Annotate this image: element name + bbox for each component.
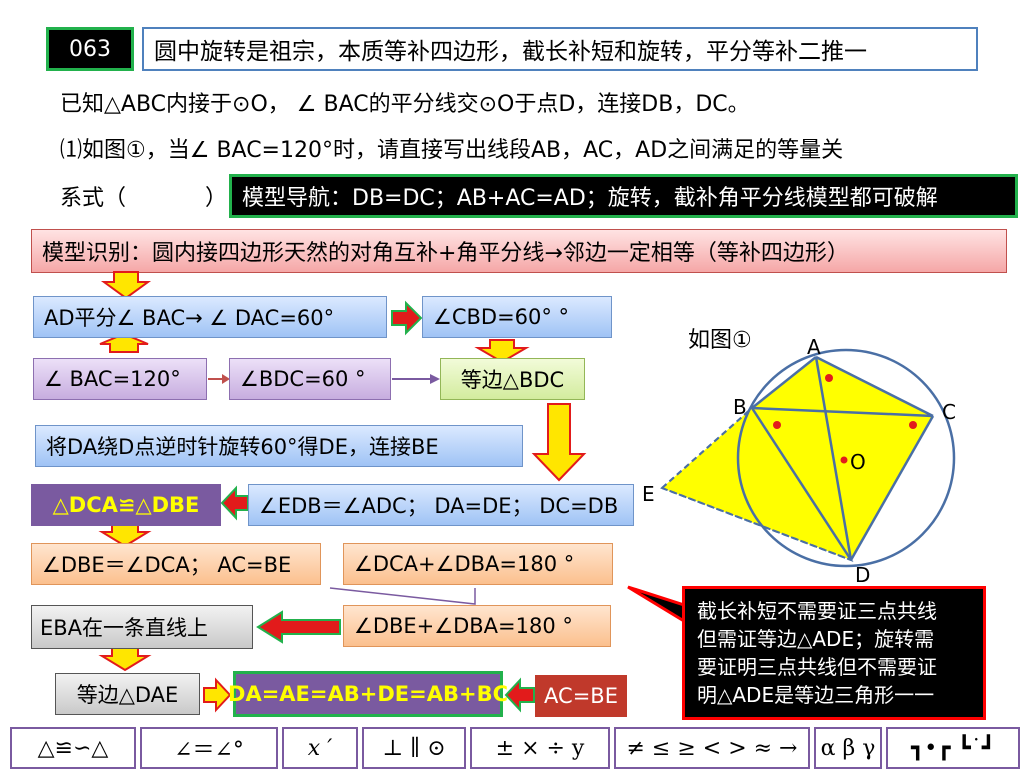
yellow-down-arrow-2: [474, 339, 530, 364]
dbe-box: ∠DBE＝∠DCA； AC=BE: [31, 543, 321, 585]
symbol-key-angle[interactable]: ∠＝∠°: [140, 727, 278, 769]
triangle-adc: [816, 357, 933, 560]
point-label-d: D: [855, 563, 871, 587]
equilateral-dae-box: 等边△DAE: [55, 673, 200, 715]
big-yellow-down-arrow: [531, 403, 587, 482]
yellow-up-arrow-1: [99, 332, 149, 353]
red-right-arrow-1: [391, 300, 423, 336]
ac-be-box: AC=BE: [535, 675, 627, 717]
circle-o: [736, 348, 956, 568]
triangle-abd: [752, 357, 851, 560]
rotate-box: 将DA绕D点逆时针旋转60°得DE，连接BE: [35, 425, 523, 467]
symbol-key-operators[interactable]: ± × ÷ y: [470, 727, 610, 769]
ad-bisect-box: AD平分∠ BAC→ ∠ DAC=60°: [33, 296, 387, 338]
symbol-key-corners[interactable]: ┓•┏ ┗˙┛: [886, 727, 1020, 769]
point-label-b: B: [733, 395, 747, 419]
red-left-arrow-1: [220, 485, 249, 521]
yellow-down-arrow-1: [100, 271, 152, 300]
symbol-key-congruence[interactable]: △≌∽△: [10, 727, 136, 769]
red-left-arrow-2: [256, 610, 341, 644]
model-recognition-box: 模型识别：圆内接四边形天然的对角互补+角平分线→邻边一定相等（等补四边形）: [31, 229, 1007, 273]
bac-box: ∠ BAC=120°: [33, 358, 207, 400]
dca-dba-box: ∠DCA+∠DBA=180 °: [343, 543, 613, 585]
header-number: 063: [69, 36, 111, 62]
problem-line-1: 已知△ABC内接于⊙O， ∠ BAC的平分线交⊙O于点D，连接DB，DC。: [60, 92, 750, 117]
problem-line-3-suffix: ）: [205, 186, 228, 211]
equilateral-bdc-box: 等边△BDC: [440, 358, 585, 400]
header-title: 圆中旋转是祖宗，本质等补四边形，截长补短和旋转，平分等补二推一: [142, 27, 978, 71]
bdc-box: ∠BDC=60 °: [229, 358, 391, 400]
figure-caption: 如图①: [688, 328, 752, 353]
congruent-box: △DCA≌△DBE: [31, 484, 221, 526]
problem-line-2: ⑴如图①，当∠ BAC=120°时，请直接写出线段AB，AC，AD之间满足的等量…: [60, 138, 844, 163]
yellow-down-arrow-4: [98, 647, 152, 672]
callout-line-1: 截长补短不需要证三点共线: [697, 599, 937, 623]
red-left-arrow-3: [504, 677, 535, 713]
flow-arrows: [98, 271, 587, 713]
geometry-figure: [660, 348, 956, 568]
symbol-key-relations[interactable]: ≠ ≤ ≥ < > ≈ →: [614, 727, 810, 769]
yellow-right-arrow: [203, 677, 232, 713]
point-label-a: A: [807, 335, 821, 359]
header-number-badge: [46, 27, 134, 71]
eba-line-box: EBA在一条直线上: [31, 605, 253, 649]
point-label-e: E: [642, 482, 655, 506]
point-label-o: O: [850, 450, 866, 474]
symbol-key-greek[interactable]: α β γ: [814, 727, 882, 769]
point-label-c: C: [942, 400, 956, 424]
callout-line-3: 要证明三点共线但不需要证: [697, 655, 937, 679]
model-nav-box: 模型导航：DB=DC；AB+AC=AD；旋转，截补角平分线模型都可破解: [229, 174, 1018, 218]
callout-line-2: 但需证等边△ADE；旋转需: [697, 627, 935, 651]
symbol-key-prime[interactable]: x ′: [282, 727, 358, 769]
problem-line-3-prefix: 系式（: [60, 186, 127, 211]
cbd-box: ∠CBD=60° °: [422, 296, 612, 338]
edb-box: ∠EDB＝∠ADC； DA=DE； DC=DB: [248, 484, 634, 526]
callout-line-4: 明△ADE是等边三角形一一: [697, 683, 935, 707]
callout-box: 截长补短不需要证三点共线 但需证等边△ADE；旋转需 要证明三点共线但不需要证 …: [682, 586, 986, 720]
result-box: DA=AE=AB+DE=AB+BC: [228, 671, 508, 717]
symbol-key-perpendicular[interactable]: ⊥ ∥ ⊙: [362, 727, 466, 769]
dbe-dba-box: ∠DBE+∠DBA=180 °: [343, 605, 611, 647]
